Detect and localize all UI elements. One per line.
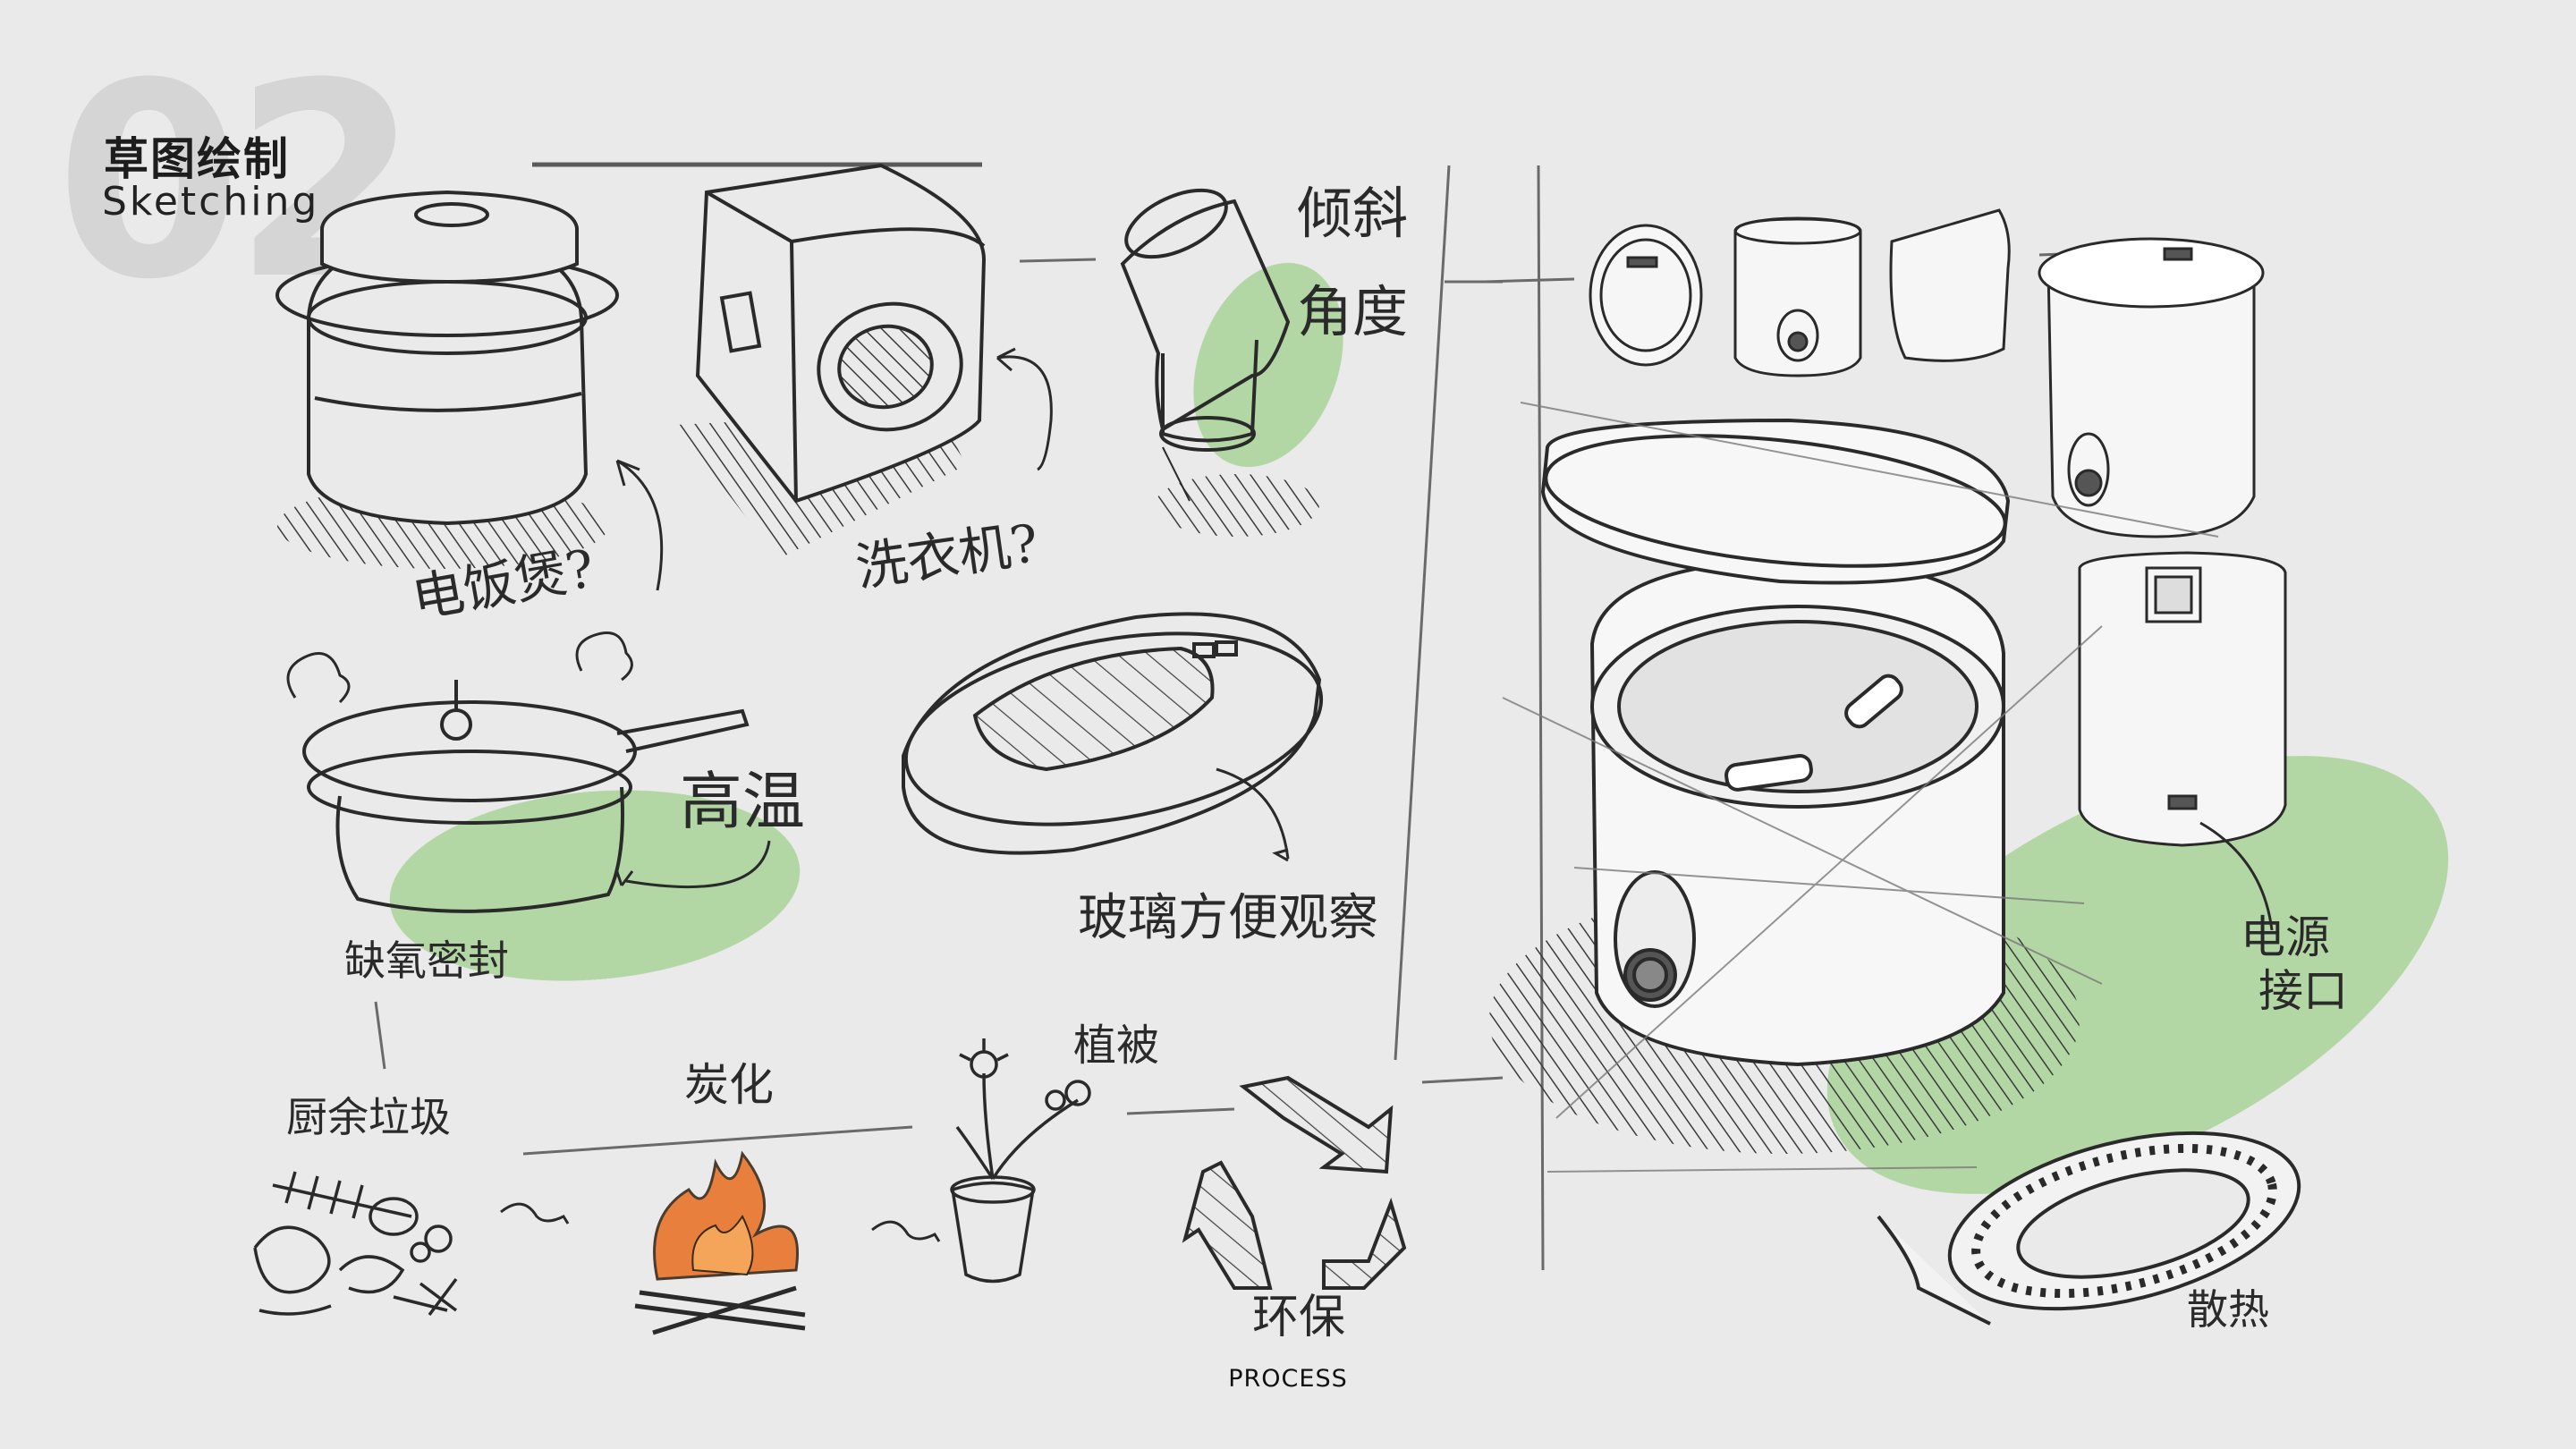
arrow-1: [500, 1202, 570, 1224]
note-anoxic-seal: 缺氧密封: [344, 936, 509, 985]
product-views-small: [1589, 208, 2287, 931]
note-carbonize: 炭化: [684, 1059, 774, 1111]
pressure-pot-sketch: [286, 631, 771, 913]
note-food-waste: 厨余垃圾: [286, 1093, 451, 1141]
flower-icon: [950, 1038, 1091, 1284]
note-glass-window: 玻璃方便观察: [1078, 889, 1378, 947]
section-title: 草图绘制: [104, 133, 290, 185]
footer-label: PROCESS: [1228, 1365, 1348, 1393]
note-heat-pad: 散热: [2187, 1285, 2269, 1334]
tilt-cylinder-sketch: [1120, 188, 1319, 537]
note-eco: 环保: [1252, 1291, 1345, 1344]
fishbone-icon: [253, 1171, 458, 1317]
note-tilt-angle-2: 角度: [1297, 279, 1408, 344]
washing-machine-sketch: [675, 163, 1053, 559]
flame-icon: [634, 1150, 806, 1335]
main-product-sketch: [1489, 418, 2080, 1154]
note-power-port-1: 电源: [2241, 911, 2330, 963]
arrow-2: [871, 1220, 941, 1242]
recycle-icon: [1182, 1075, 1407, 1290]
note-plant: 植被: [1073, 1021, 1159, 1071]
heat-pad-sketch: [1877, 1131, 2301, 1326]
note-tilt-angle-1: 倾斜: [1297, 181, 1408, 246]
section-subtitle: Sketching: [102, 179, 320, 225]
note-washing-machine: 洗衣机?: [852, 513, 1042, 598]
glass-lid-sketch: [902, 612, 1324, 862]
rice-cooker-sketch: [275, 190, 664, 591]
note-power-port-2: 接口: [2258, 965, 2348, 1017]
construction-lines: [1502, 402, 2219, 1173]
note-high-temp: 高温: [680, 765, 805, 838]
